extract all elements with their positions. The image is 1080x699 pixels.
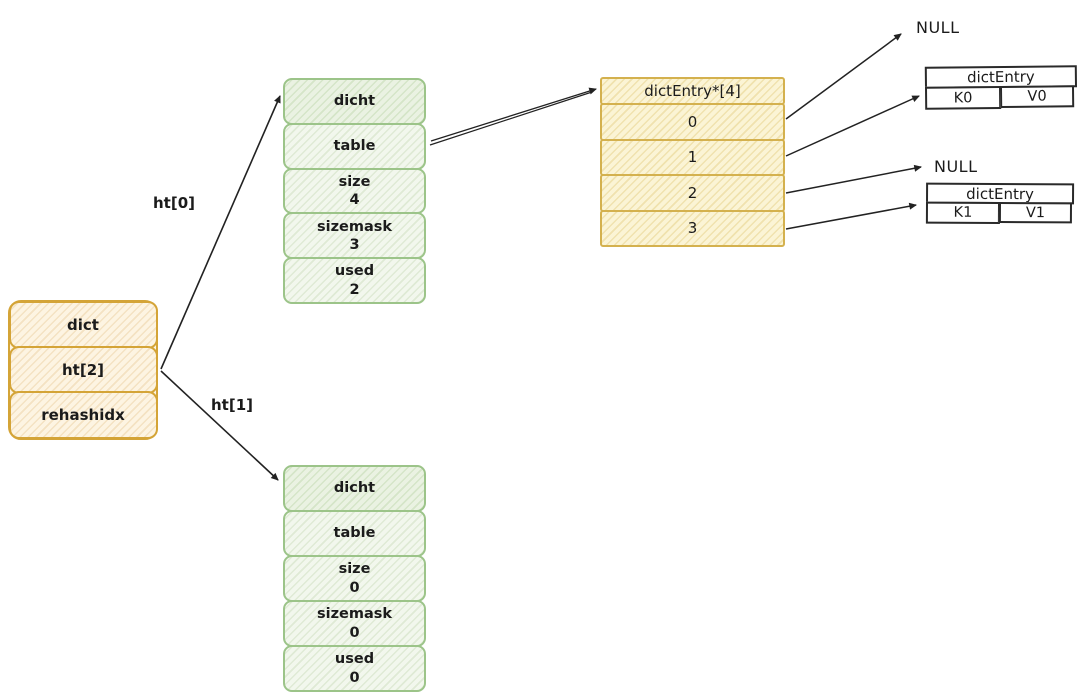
bucket-slot-3: 3 <box>600 209 785 247</box>
value-label: V1 <box>1025 204 1046 221</box>
edge-label-ht1: ht[1] <box>211 396 253 414</box>
bucket-slot-label: 3 <box>687 219 698 238</box>
cell-value: 3 <box>349 236 360 253</box>
bucket-array-title: dictEntry*[4] <box>644 82 741 100</box>
dict-box-row-label: dict <box>67 315 99 334</box>
dictentry-table-1: dictEntry K1 V1 <box>925 182 1075 225</box>
hashtable-bottom-cell-sizemask: sizemask 0 <box>283 600 426 647</box>
null-label-0: NULL <box>916 18 960 37</box>
bucket-slot-label: 2 <box>687 183 698 202</box>
value-label: V0 <box>1027 88 1047 105</box>
cell-label: sizemask <box>316 606 393 623</box>
arrow-table-to-buckets-stroke2 <box>429 91 593 146</box>
cell-value: 2 <box>349 281 360 298</box>
key-label: K0 <box>953 89 973 106</box>
edge-label-ht0: ht[0] <box>153 194 195 212</box>
cell-value: 0 <box>349 579 360 596</box>
arrow-slot1-to-entry0 <box>785 95 920 157</box>
bucket-array-header: dictEntry*[4] <box>600 77 785 105</box>
cell-label: table <box>333 525 376 542</box>
null-label-1: NULL <box>934 157 978 176</box>
cell-label: used <box>334 651 375 668</box>
bucket-slot-label: 0 <box>687 112 698 131</box>
hashtable-top-cell-dicht: dicht <box>283 78 426 125</box>
arrow-slot3-to-entry1 <box>785 202 917 230</box>
hashtable-top-cell-size: size 4 <box>283 167 426 215</box>
cell-value: 0 <box>349 624 360 641</box>
cell-label: dicht <box>333 480 376 497</box>
dict-box-row-label: ht[2] <box>62 360 104 379</box>
cell-label: size <box>338 561 371 578</box>
cell-label: table <box>333 138 376 155</box>
dictentry-table-1-key: K1 <box>925 201 1001 224</box>
dictentry-table-0: dictEntry K0 V0 <box>924 65 1078 110</box>
arrow-table-to-buckets <box>430 87 597 142</box>
hashtable-bottom-cell-size: size 0 <box>283 555 426 602</box>
bucket-slot-1: 1 <box>600 138 785 176</box>
dictentry-table-1-value: V1 <box>998 201 1073 224</box>
cell-label: used <box>334 263 375 280</box>
hashtable-top-box: dicht table size 4 sizemask 3 used 2 <box>283 78 426 304</box>
cell-label: size <box>338 173 371 190</box>
hashtable-bottom-cell-dicht: dicht <box>283 465 426 512</box>
dict-box-row-dict: dict <box>8 300 158 349</box>
arrow-ht0 <box>160 95 281 370</box>
bucket-array-box: dictEntry*[4] 0 1 2 3 <box>600 77 785 247</box>
dictentry-table-1-row: K1 V1 <box>925 201 1074 225</box>
dict-box-row-label: rehashidx <box>41 406 125 425</box>
cell-label: dicht <box>333 93 376 110</box>
bucket-slot-label: 1 <box>687 148 698 167</box>
key-label: K1 <box>953 204 973 221</box>
cell-value: 4 <box>349 191 360 208</box>
dictentry-table-0-value: V0 <box>999 85 1075 109</box>
dictentry-table-0-key: K0 <box>924 86 1002 110</box>
dict-box-row-rehashidx: rehashidx <box>8 391 158 440</box>
cell-label: sizemask <box>316 218 393 235</box>
arrow-slot2-to-null <box>785 164 922 194</box>
dict-box-row-ht2: ht[2] <box>8 345 158 395</box>
hashtable-top-cell-table: table <box>283 122 426 170</box>
hashtable-top-cell-used: used 2 <box>283 257 426 304</box>
arrow-slot0-to-null <box>785 33 902 120</box>
arrow-ht1 <box>160 370 279 481</box>
dictentry-title: dictEntry <box>966 67 1035 87</box>
cell-value: 0 <box>349 669 360 686</box>
dictentry-title: dictEntry <box>966 184 1034 203</box>
hashtable-bottom-box: dicht table size 0 sizemask 0 used 0 <box>283 465 426 692</box>
hashtable-top-cell-sizemask: sizemask 3 <box>283 212 426 260</box>
dict-box: dict ht[2] rehashidx <box>8 300 158 440</box>
hashtable-bottom-cell-table: table <box>283 510 426 557</box>
hashtable-bottom-cell-used: used 0 <box>283 645 426 692</box>
bucket-slot-0: 0 <box>600 103 785 141</box>
dictentry-table-0-row: K0 V0 <box>924 85 1077 110</box>
bucket-slot-2: 2 <box>600 174 785 212</box>
